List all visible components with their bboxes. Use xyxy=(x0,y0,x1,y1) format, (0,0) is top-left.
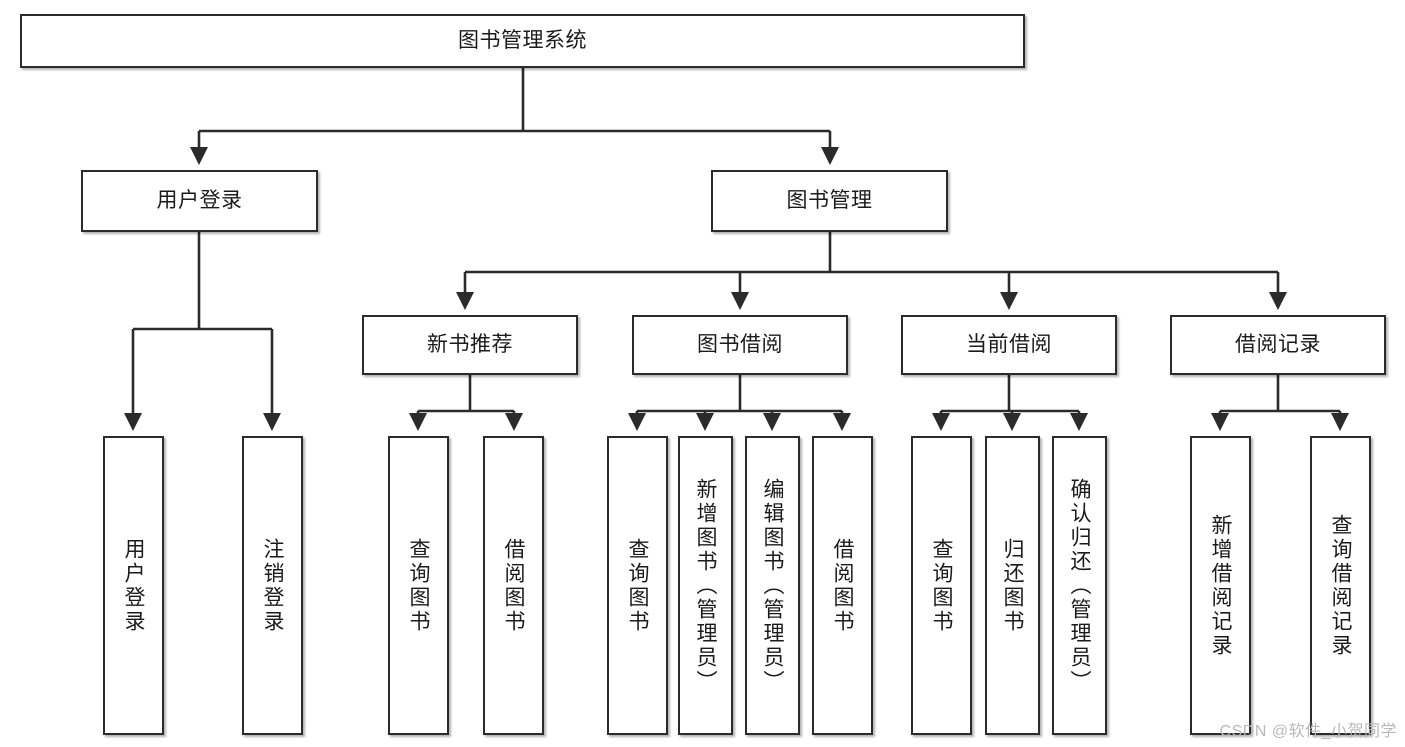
node-leaf-4-label: 查询图书 xyxy=(626,537,649,634)
node-book-management[interactable]: 图书管理 xyxy=(711,170,948,232)
node-leaf-2[interactable]: 查询图书 xyxy=(388,436,449,735)
node-leaf-10[interactable]: 确认归还（管理员） xyxy=(1052,436,1107,735)
node-leaf-1-label: 注销登录 xyxy=(261,537,284,634)
node-leaf-6[interactable]: 编辑图书（管理员） xyxy=(745,436,800,735)
node-leaf-2-label: 查询图书 xyxy=(407,537,430,634)
node-new-book-recommend-label: 新书推荐 xyxy=(427,332,513,356)
node-leaf-0[interactable]: 用户登录 xyxy=(103,436,164,735)
node-book-management-label: 图书管理 xyxy=(786,188,873,212)
node-book-borrow-label: 图书借阅 xyxy=(697,332,783,356)
node-leaf-8-label: 查询图书 xyxy=(930,537,953,634)
node-leaf-7[interactable]: 借阅图书 xyxy=(812,436,873,735)
node-current-borrow[interactable]: 当前借阅 xyxy=(901,315,1117,375)
node-leaf-9-label: 归还图书 xyxy=(1001,537,1024,634)
node-user-login[interactable]: 用户登录 xyxy=(81,170,318,232)
node-leaf-0-label: 用户登录 xyxy=(122,537,145,634)
node-leaf-1[interactable]: 注销登录 xyxy=(242,436,303,735)
node-leaf-5-label: 新增图书（管理员） xyxy=(694,477,717,694)
node-leaf-6-label: 编辑图书（管理员） xyxy=(761,477,784,694)
node-new-book-recommend[interactable]: 新书推荐 xyxy=(362,315,578,375)
node-user-login-label: 用户登录 xyxy=(156,188,243,212)
node-root-system[interactable]: 图书管理系统 xyxy=(20,14,1025,68)
node-leaf-8[interactable]: 查询图书 xyxy=(911,436,972,735)
node-root-system-label: 图书管理系统 xyxy=(458,28,587,52)
node-leaf-9[interactable]: 归还图书 xyxy=(985,436,1040,735)
node-current-borrow-label: 当前借阅 xyxy=(966,332,1052,356)
node-leaf-11-label: 新增借阅记录 xyxy=(1209,513,1232,658)
node-leaf-10-label: 确认归还（管理员） xyxy=(1068,477,1091,694)
node-leaf-11[interactable]: 新增借阅记录 xyxy=(1190,436,1251,735)
node-leaf-3-label: 借阅图书 xyxy=(502,537,525,634)
node-borrow-record-label: 借阅记录 xyxy=(1235,332,1321,356)
node-leaf-3[interactable]: 借阅图书 xyxy=(483,436,544,735)
node-leaf-12[interactable]: 查询借阅记录 xyxy=(1310,436,1371,735)
node-leaf-12-label: 查询借阅记录 xyxy=(1329,513,1352,658)
node-borrow-record[interactable]: 借阅记录 xyxy=(1170,315,1386,375)
node-leaf-4[interactable]: 查询图书 xyxy=(607,436,668,735)
csdn-watermark: CSDN @软件_小贺同学 xyxy=(1219,723,1397,740)
node-book-borrow[interactable]: 图书借阅 xyxy=(632,315,848,375)
node-leaf-7-label: 借阅图书 xyxy=(831,537,854,634)
node-leaf-5[interactable]: 新增图书（管理员） xyxy=(678,436,733,735)
